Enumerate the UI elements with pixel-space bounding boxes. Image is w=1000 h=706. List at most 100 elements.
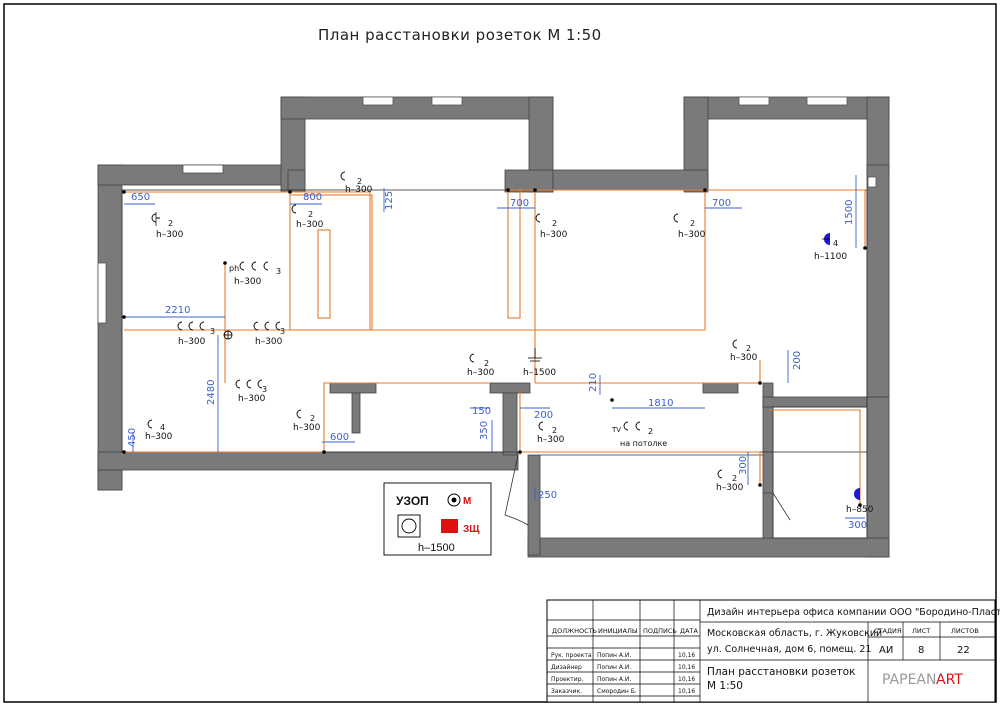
svg-text:2: 2 bbox=[168, 219, 173, 228]
tb-row4-date: 10,16 bbox=[678, 688, 695, 695]
dim-200-right: 200 bbox=[792, 351, 803, 370]
svg-text:h–300: h–300 bbox=[296, 220, 324, 230]
dim-600: 600 bbox=[330, 432, 349, 443]
tb-stage: АИ bbox=[879, 645, 893, 656]
svg-text:h–850: h–850 bbox=[846, 505, 874, 515]
svg-text:2: 2 bbox=[357, 177, 362, 186]
sheet-frame bbox=[3, 3, 997, 703]
dim-2480: 2480 bbox=[206, 380, 217, 405]
svg-text:3: 3 bbox=[276, 267, 281, 276]
svg-text:4: 4 bbox=[833, 239, 838, 248]
socket-9: 3 h–300 bbox=[253, 321, 285, 347]
socket-3: 2 h–300 bbox=[340, 171, 373, 195]
tb-sheet-title-2: М 1:50 bbox=[707, 680, 743, 692]
wiring bbox=[124, 189, 866, 505]
tb-col-stage: СТАДИЯ bbox=[874, 627, 901, 635]
socket-7: ph 3 h–300 bbox=[229, 261, 281, 287]
svg-text:TV: TV bbox=[611, 426, 621, 434]
dim-125: 125 bbox=[384, 191, 395, 210]
svg-text:h–1500: h–1500 bbox=[523, 368, 556, 378]
dim-300-right: 300 bbox=[738, 456, 749, 475]
tb-col-initials: ИНИЦИАЛЫ bbox=[598, 627, 638, 635]
dimension-labels: 650 800 125 700 700 1500 2210 2480 450 6… bbox=[127, 191, 867, 531]
dim-1810: 1810 bbox=[648, 398, 673, 409]
tb-logo-a: PAPEAN bbox=[882, 672, 936, 688]
legend-zsch-icon bbox=[441, 519, 458, 533]
socket-20-blue: h–850 bbox=[846, 488, 874, 515]
dim-300-bottom: 300 bbox=[848, 520, 867, 531]
svg-text:h–300: h–300 bbox=[537, 435, 565, 445]
interior-lines bbox=[121, 189, 868, 539]
svg-text:3: 3 bbox=[210, 327, 215, 336]
svg-text:2: 2 bbox=[552, 426, 557, 435]
svg-text:h–300: h–300 bbox=[293, 423, 321, 433]
svg-text:h–300: h–300 bbox=[345, 185, 373, 195]
title-block: ДОЛЖНОСТЬ ИНИЦИАЛЫ ПОДПИСЬ ДАТА Рук. про… bbox=[546, 599, 1000, 703]
legend-uzop: УЗОП bbox=[396, 494, 429, 508]
dim-2210: 2210 bbox=[165, 305, 190, 316]
junction bbox=[223, 330, 233, 340]
socket-10: 3 h–300 bbox=[235, 379, 267, 404]
dim-1500: 1500 bbox=[844, 200, 855, 225]
socket-2: 2 h–300 bbox=[291, 204, 324, 230]
tb-row3-pos: Проектир. bbox=[551, 676, 584, 683]
tb-sheet-title-1: План расстановки розеток bbox=[707, 666, 855, 678]
socket-4: 2 h–300 bbox=[535, 213, 568, 240]
junction-dots bbox=[122, 188, 867, 507]
tb-company-line: Дизайн интерьера офиса компании ООО "Бор… bbox=[707, 607, 1000, 618]
tb-row1-pos: Рук. проекта bbox=[551, 652, 592, 659]
tb-row3-name: Попин А.И. bbox=[597, 676, 631, 683]
windows bbox=[97, 96, 877, 324]
socket-11: 2 h–300 bbox=[467, 353, 495, 378]
tb-sheet: 8 bbox=[918, 645, 924, 656]
tb-row4-name: Смородин Б. bbox=[597, 688, 637, 695]
socket-6-blue: 4 h–1100 bbox=[814, 233, 847, 262]
doors bbox=[504, 454, 791, 526]
legend-zsch: ЗЩ bbox=[463, 524, 480, 535]
legend-m-icon bbox=[447, 493, 461, 507]
dim-650: 650 bbox=[131, 192, 150, 203]
tb-address-2: ул. Солнечная, дом 6, помещ. 21 bbox=[707, 644, 871, 655]
svg-text:2: 2 bbox=[484, 359, 489, 368]
svg-text:h–300: h–300 bbox=[238, 394, 266, 404]
svg-text:3: 3 bbox=[280, 327, 285, 336]
svg-text:ph: ph bbox=[229, 264, 239, 273]
svg-text:h–300: h–300 bbox=[178, 337, 206, 347]
socket-18: 2 h–300 bbox=[716, 469, 744, 493]
legend-m: М bbox=[463, 496, 471, 507]
svg-text:h–300: h–300 bbox=[255, 337, 283, 347]
svg-text:h–300: h–300 bbox=[467, 368, 495, 378]
svg-text:h–1100: h–1100 bbox=[814, 252, 847, 262]
dim-800: 800 bbox=[303, 192, 322, 203]
tb-row1-date: 10,16 bbox=[678, 652, 695, 659]
svg-text:h–300: h–300 bbox=[156, 230, 184, 240]
legend-uzop-icon bbox=[397, 514, 421, 538]
svg-text:2: 2 bbox=[746, 344, 751, 353]
dimension-lines bbox=[124, 175, 865, 519]
ground-socket: h–1500 bbox=[523, 348, 556, 378]
tb-row1-name: Попин А.И. bbox=[597, 652, 631, 659]
tb-col-signature: ПОДПИСЬ bbox=[643, 627, 677, 635]
tb-col-position: ДОЛЖНОСТЬ bbox=[552, 627, 597, 635]
socket-8: 3 h–300 bbox=[177, 321, 215, 347]
tb-sheets: 22 bbox=[957, 645, 970, 656]
tb-row2-pos: Дизайнер bbox=[551, 664, 582, 671]
legend-height: h–1500 bbox=[418, 542, 455, 554]
svg-text:h–300: h–300 bbox=[540, 230, 568, 240]
svg-text:3: 3 bbox=[262, 385, 267, 394]
dim-700-right: 700 bbox=[712, 198, 731, 209]
socket-14: 4 h–300 bbox=[145, 419, 173, 442]
svg-text:2: 2 bbox=[690, 219, 695, 228]
sockets: 2 h–300 2 h–300 2 h–300 2 h–300 2 h–300 … bbox=[145, 171, 874, 515]
socket-16: 2 h–300 bbox=[730, 339, 758, 363]
dim-350: 350 bbox=[479, 421, 490, 440]
dim-200-center: 200 bbox=[534, 410, 553, 421]
tb-row2-name: Попин А.И. bbox=[597, 664, 631, 671]
svg-text:h–300: h–300 bbox=[716, 483, 744, 493]
drawing-title: План расстановки розеток М 1:50 bbox=[318, 26, 602, 44]
socket-1: 2 h–300 bbox=[151, 212, 184, 240]
tb-col-date: ДАТА bbox=[680, 627, 698, 635]
svg-text:4: 4 bbox=[160, 423, 165, 432]
tb-row3-date: 10,16 bbox=[678, 676, 695, 683]
